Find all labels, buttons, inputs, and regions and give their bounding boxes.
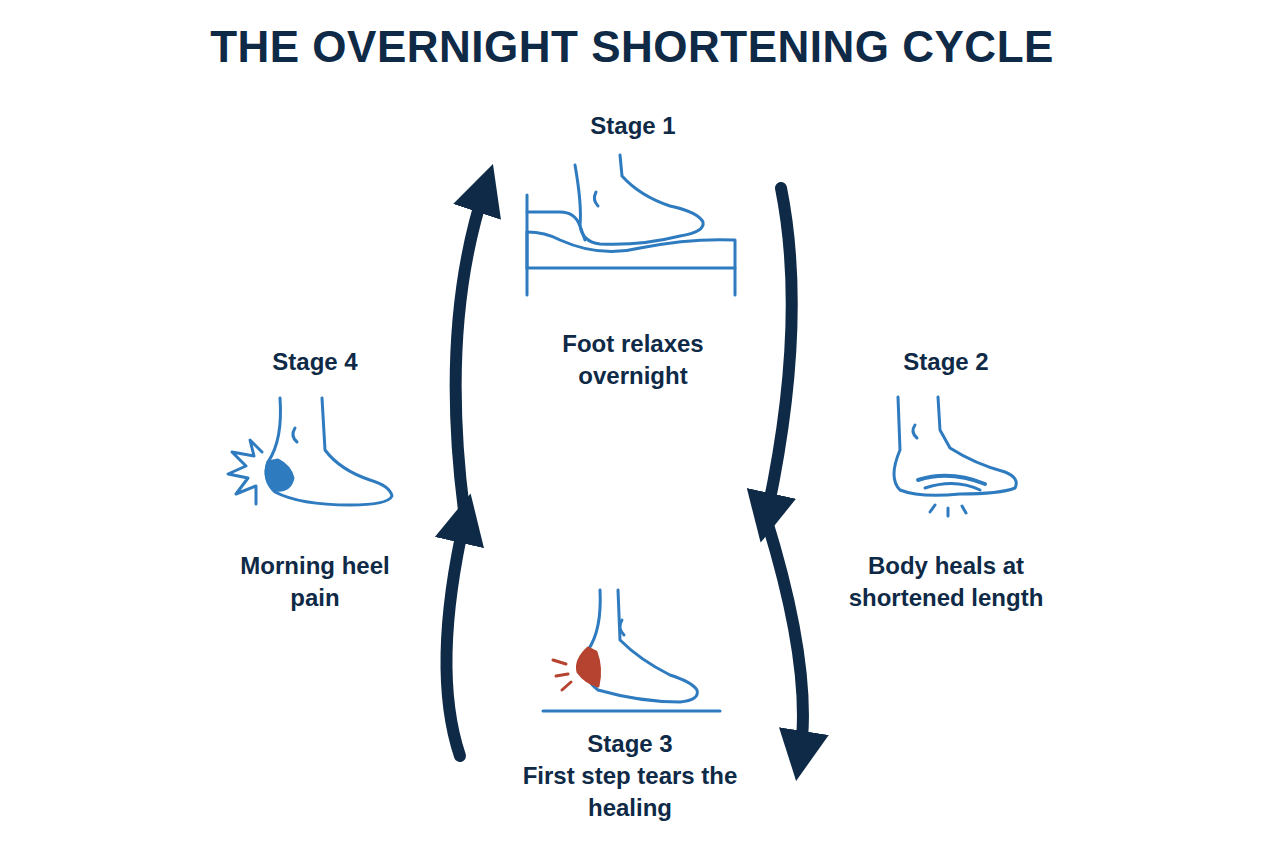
- stage-description: Foot relaxes overnight: [538, 328, 728, 392]
- heel-pain-foot-illustration: [228, 398, 392, 505]
- stage-heading: Stage 3: [500, 728, 760, 760]
- cycle-arrow: [766, 518, 803, 756]
- stage-description: Body heals at shortened length: [821, 550, 1071, 614]
- stage-heading: Stage 1: [503, 110, 763, 142]
- stage-node: Stage 4 Morning heel pain: [205, 346, 425, 614]
- stage-heading: Stage 4: [205, 346, 425, 378]
- stage-heading: Stage 2: [806, 346, 1086, 378]
- stage-node: Stage 2 Body heals at shortened length: [806, 346, 1086, 614]
- bed-foot-illustration: [527, 155, 735, 295]
- stage-description: First step tears the healing: [520, 760, 740, 824]
- stage-node: Stage 3First step tears the healing: [500, 584, 760, 824]
- healing-foot-illustration: [894, 397, 1016, 516]
- cycle-arrow: [446, 518, 465, 756]
- diagram-title: THE OVERNIGHT SHORTENING CYCLE: [0, 22, 1264, 72]
- cycle-arrow: [456, 188, 485, 518]
- first-step-illustration: [543, 590, 720, 711]
- cycle-arrow: [766, 188, 792, 518]
- stage-node: Stage 1 Foot relaxes overnight: [503, 110, 763, 392]
- stage-description: Morning heel pain: [240, 550, 390, 614]
